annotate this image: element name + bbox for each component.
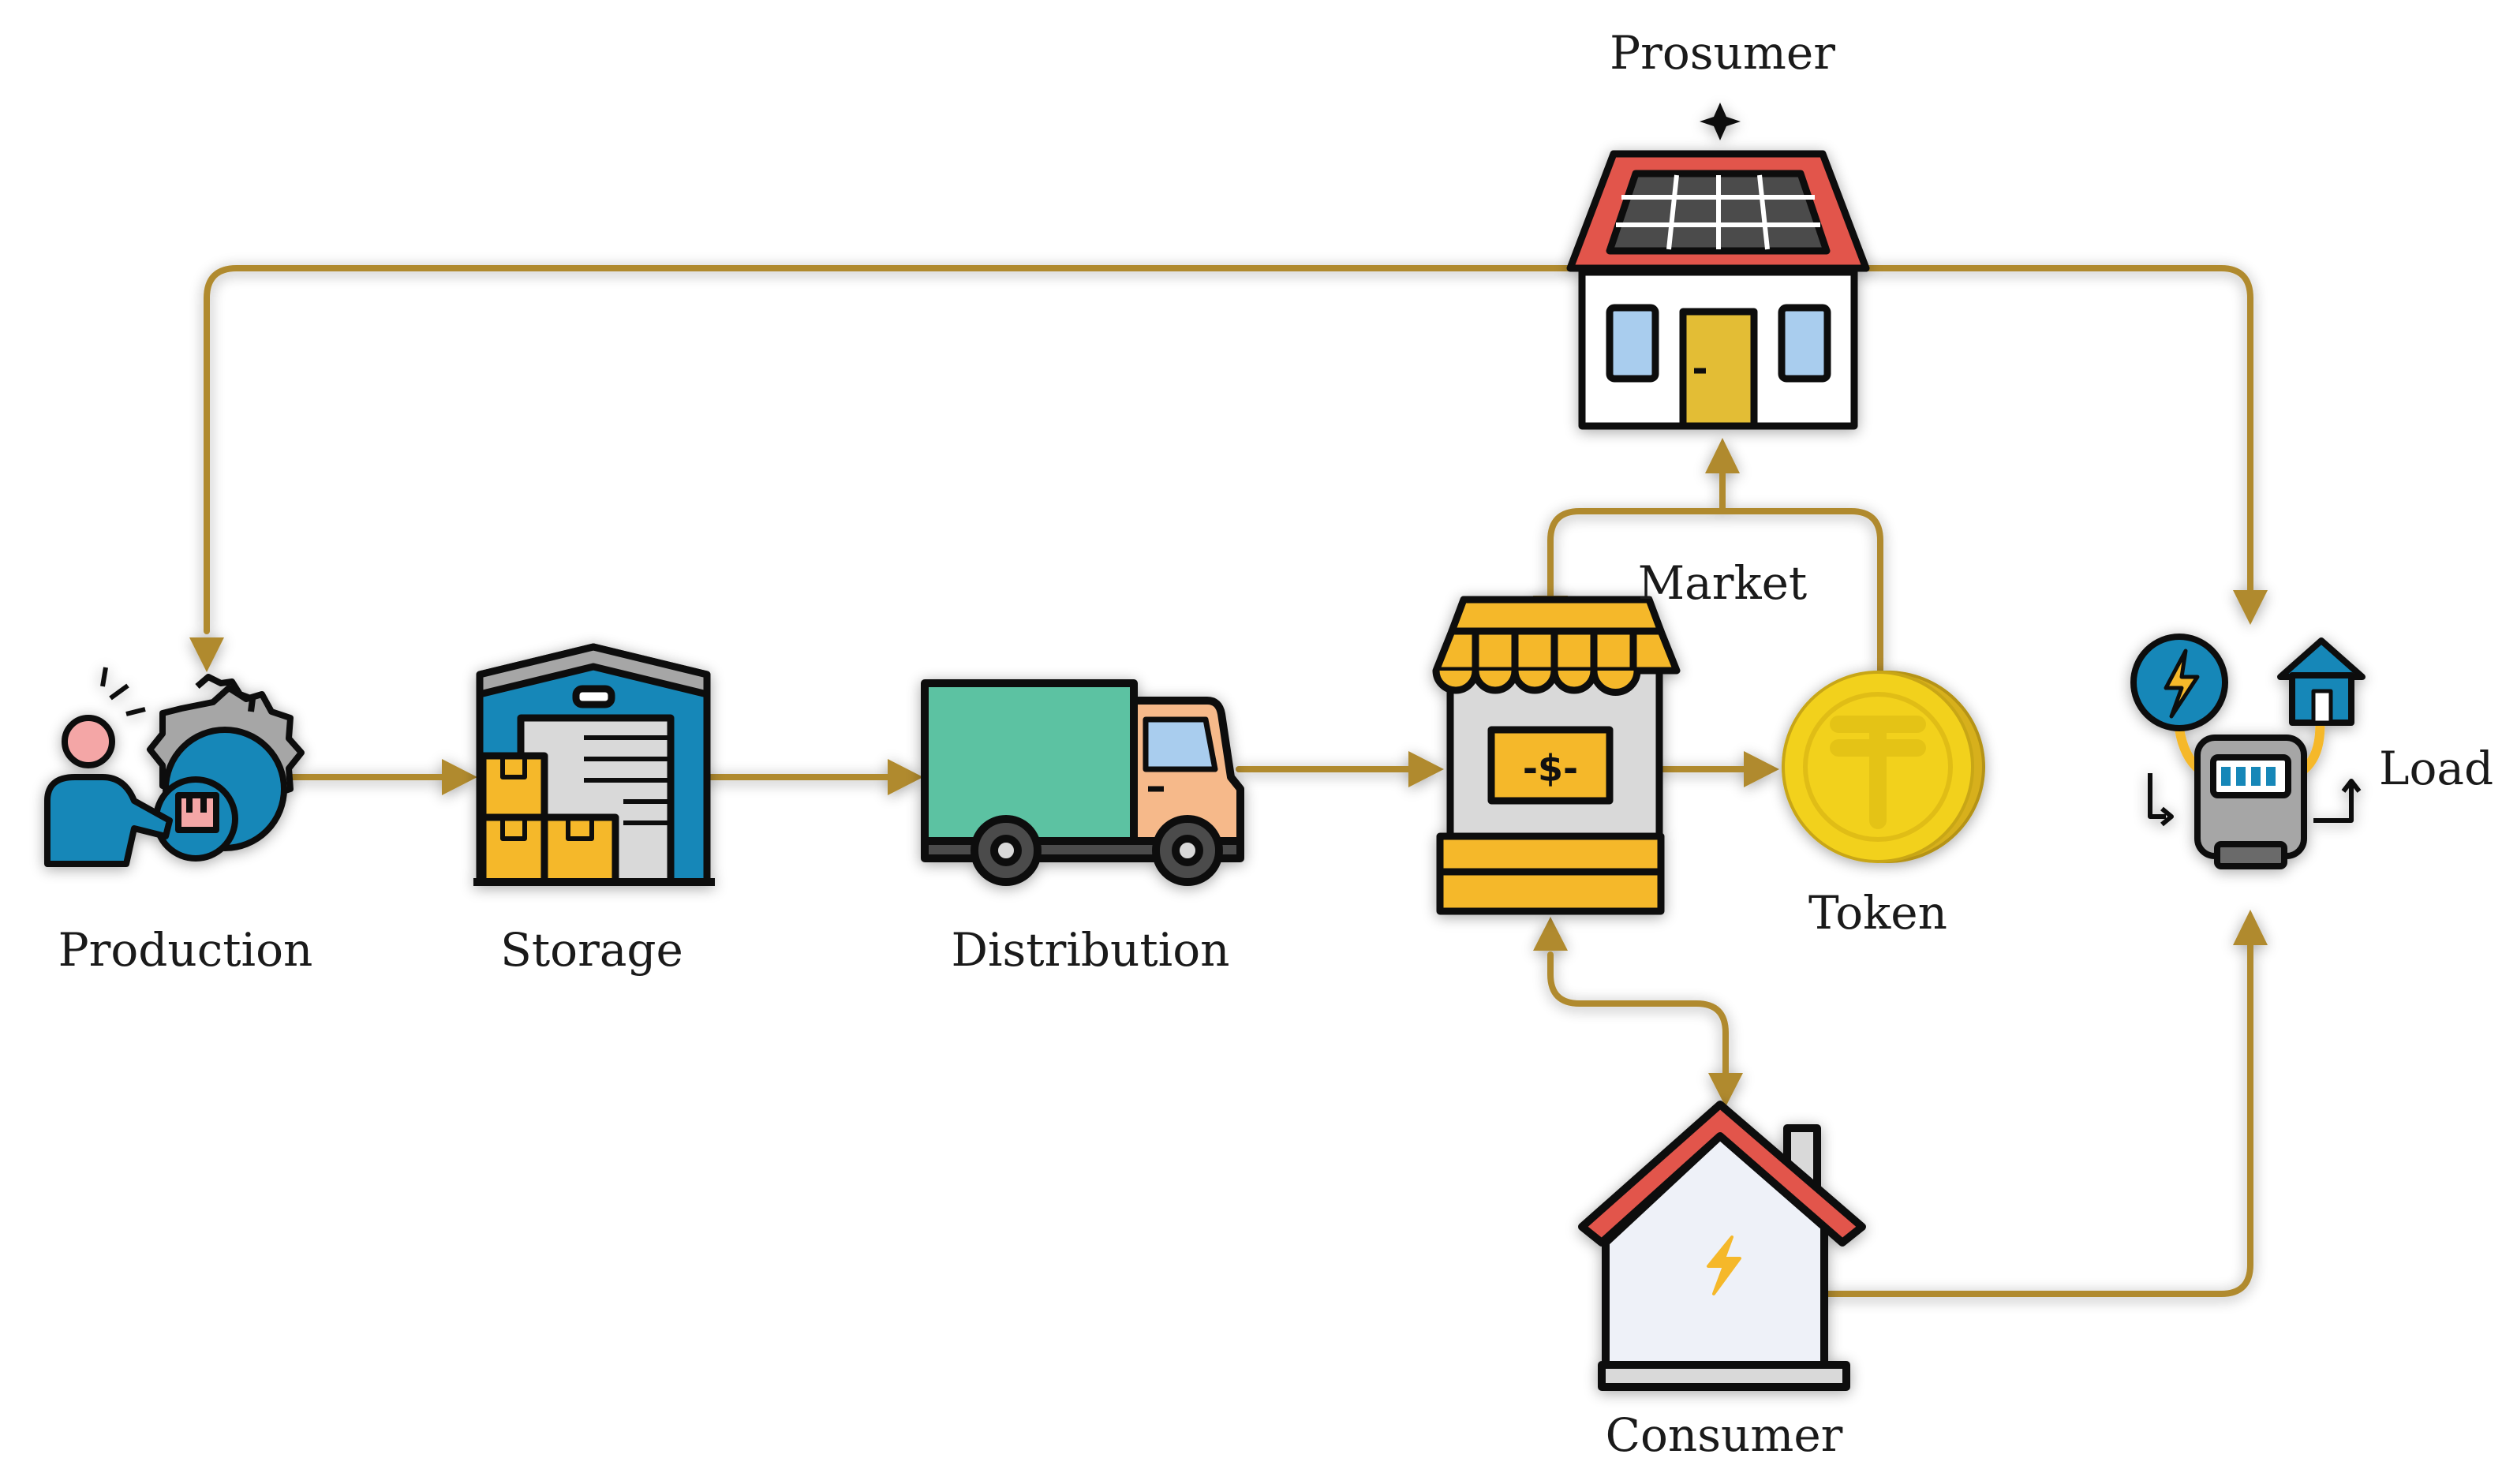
- arrowhead-market-bottom: [1533, 917, 1568, 951]
- arrowhead-prosumer-bottom: [1705, 438, 1740, 473]
- market-sign-text: -$-: [1523, 747, 1578, 790]
- smart-meter-icon: [2130, 634, 2366, 869]
- delivery-truck-icon: [921, 679, 1244, 886]
- market-stall-icon: [1432, 596, 1681, 915]
- node-label-token: Token: [1808, 886, 1947, 940]
- edge-prosumer-production: [204, 265, 1573, 634]
- edge-prosumer-load: [1859, 265, 2253, 595]
- arrowhead-storage: [442, 759, 477, 795]
- node-label-production: Production: [58, 923, 313, 977]
- arrowhead-load-top: [2233, 590, 2268, 625]
- arrowhead-load-bottom: [2233, 910, 2268, 945]
- solar-house-icon: [1566, 103, 1870, 430]
- node-label-storage: Storage: [500, 923, 683, 977]
- warehouse-icon: [473, 643, 715, 886]
- edge-consumer-load: [1819, 940, 2253, 1297]
- worker-gear-icon: [44, 667, 305, 867]
- arrowhead-market-left: [1408, 751, 1444, 787]
- edge-market-prosumer: [1547, 470, 1726, 603]
- arrowhead-distribution: [888, 759, 923, 795]
- arrowhead-consumer: [1708, 1073, 1743, 1107]
- edge-token-prosumer: [1719, 508, 1883, 674]
- node-label-prosumer: Prosumer: [1610, 26, 1835, 80]
- gold-coin-icon: [1782, 671, 1985, 863]
- node-label-market: Market: [1637, 556, 1808, 610]
- node-label-load: Load: [2379, 742, 2494, 795]
- arrowhead-token: [1744, 751, 1779, 787]
- node-label-consumer: Consumer: [1605, 1408, 1843, 1462]
- node-label-distribution: Distribution: [951, 923, 1230, 977]
- edge-market-consumer: [1547, 951, 1729, 1078]
- consumer-house-icon: [1578, 1101, 1866, 1391]
- arrowhead-production: [189, 637, 224, 672]
